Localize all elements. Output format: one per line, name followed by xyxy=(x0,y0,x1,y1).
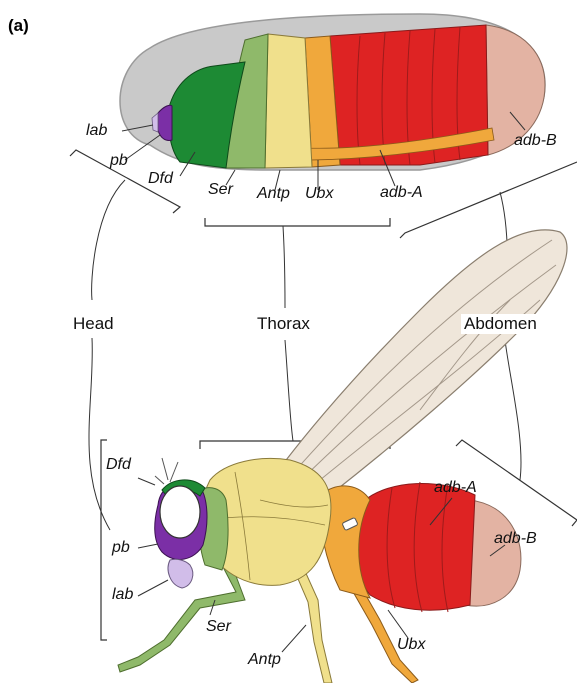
fly-label-Ubx: Ubx xyxy=(397,636,425,654)
embryo-label-Ser: Ser xyxy=(208,181,233,199)
fly-mouthpart-lab xyxy=(168,559,193,588)
region-label-thorax: Thorax xyxy=(254,314,313,334)
thorax-bracket xyxy=(205,218,390,226)
embryo-label-pb: pb xyxy=(110,152,128,170)
fly-label-Ser: Ser xyxy=(206,618,231,636)
fly-antennae xyxy=(155,458,178,484)
embryo-label-Ubx: Ubx xyxy=(305,185,333,203)
panel-label: (a) xyxy=(8,16,29,36)
embryo xyxy=(120,14,545,170)
region-label-head: Head xyxy=(70,314,117,334)
adult-fly xyxy=(118,230,567,683)
fly-label-pb: pb xyxy=(112,539,130,557)
embryo-label-adbA: adb-A xyxy=(380,184,423,202)
fly-abdomen-adbA xyxy=(354,484,475,611)
abdomen-bracket xyxy=(400,162,577,238)
fly-label-adbA: adb-A xyxy=(434,479,477,497)
fly-label-lab: lab xyxy=(112,586,133,604)
region-label-abdomen: Abdomen xyxy=(461,314,540,334)
embryo-label-Dfd: Dfd xyxy=(148,170,173,188)
fly-label-Dfd: Dfd xyxy=(106,456,131,474)
fly-eye xyxy=(160,486,200,538)
fly-label-Antp: Antp xyxy=(248,651,281,669)
embryo-label-lab: lab xyxy=(86,122,107,140)
embryo-label-adbB: adb-B xyxy=(514,132,557,150)
embryo-label-Antp: Antp xyxy=(257,185,290,203)
fly-label-adbB: adb-B xyxy=(494,530,537,548)
embryo-segment-Antp xyxy=(265,34,312,168)
